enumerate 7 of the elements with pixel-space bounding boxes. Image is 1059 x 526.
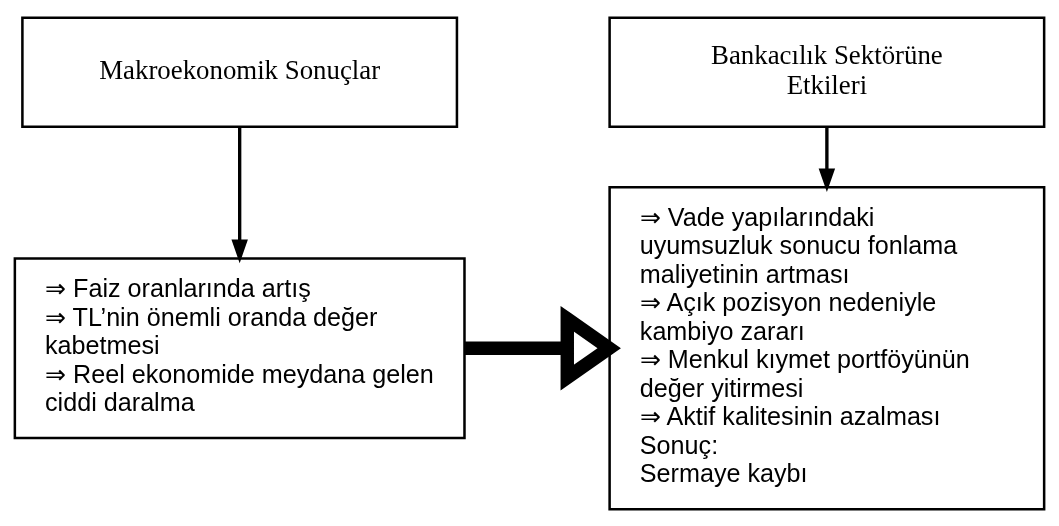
node-box: Makroekonomik Sonuçlar — [21, 15, 459, 128]
node-box: ⇒ Vade yapılarındaki uyumsuzluk sonucu fonlama maliyetinin artması ⇒ Açık pozisyon nedeniyle kambiyo zararı ⇒ Menkul kıymet portföyünün değer yitirmesi ⇒ Aktif kalitesinin azalması Sonuç: Sermaye kaybı — [608, 185, 1046, 511]
node-box: ⇒ Faiz oranlarında artış ⇒ TL’nin önemli oranda değer kabetmesi ⇒ Reel ekonomide meydana gelen ciddi daralma — [13, 256, 466, 439]
arrow — [818, 126, 836, 192]
arrow — [231, 126, 248, 263]
arrow — [465, 305, 621, 390]
node-box: Bankacılık Sektörüne Etkileri — [608, 15, 1046, 128]
